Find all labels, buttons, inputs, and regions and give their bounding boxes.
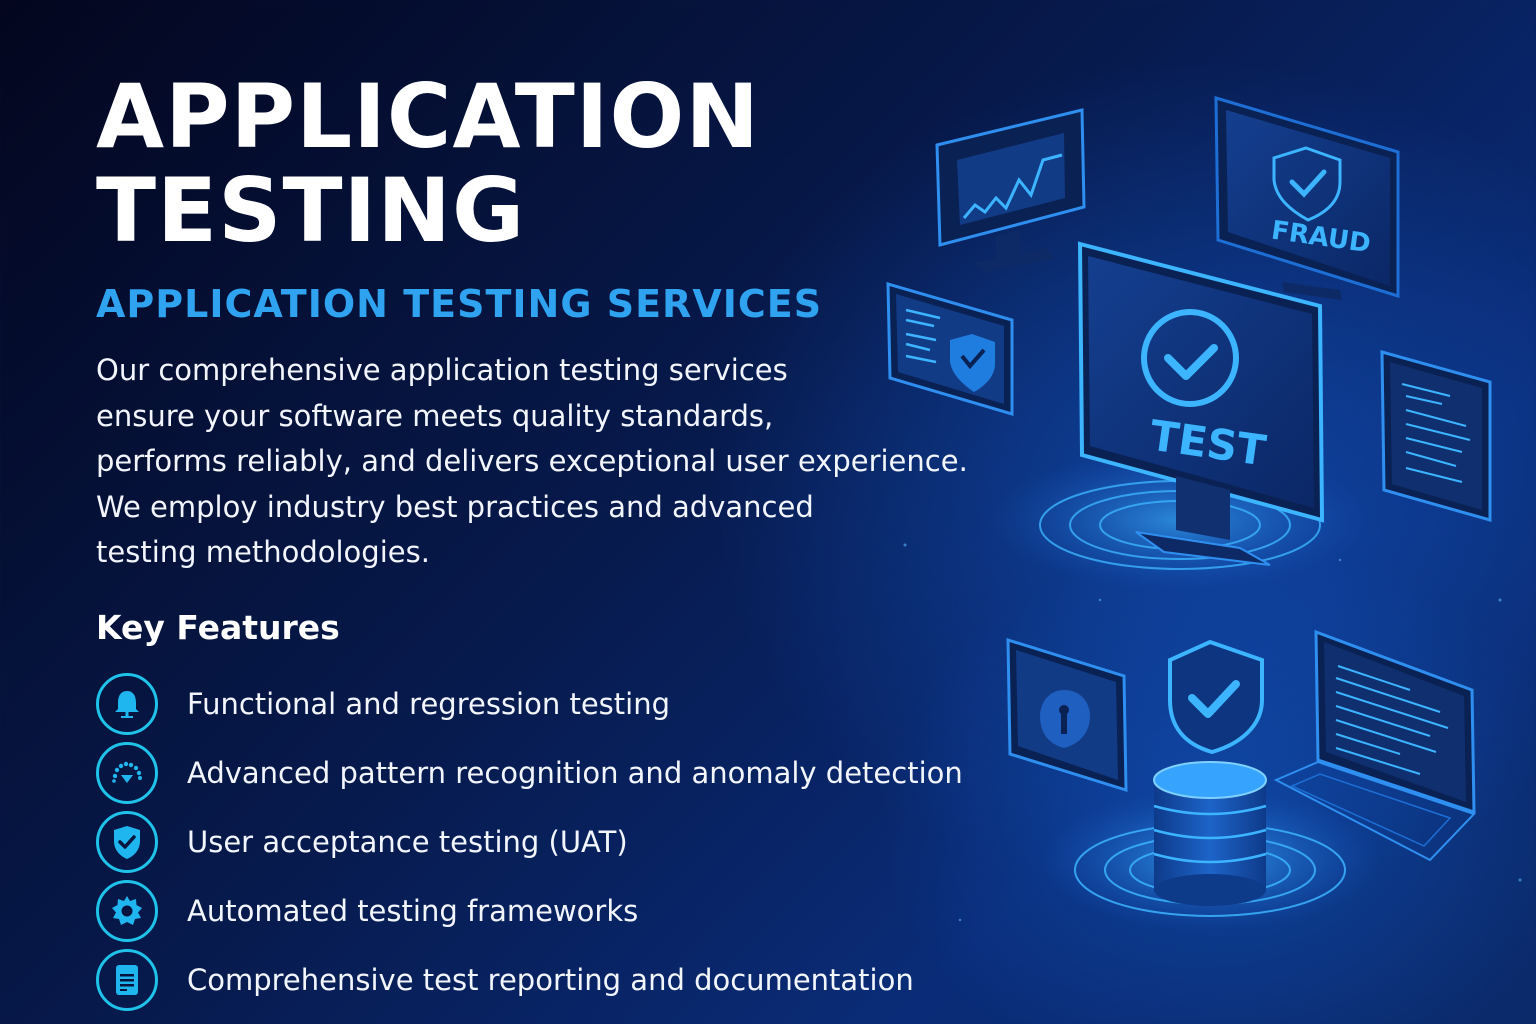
- bell-icon: [96, 673, 158, 735]
- description-line: performs reliably, and delivers exceptio…: [96, 444, 968, 478]
- document-shield-tablet: [886, 281, 1014, 417]
- description-line: ensure your software meets quality stand…: [96, 398, 774, 433]
- feature-label: Automated testing frameworks: [187, 894, 639, 928]
- feature-item: Advanced pattern recognition and anomaly…: [96, 739, 1046, 808]
- fraud-monitor: FRAUD: [1214, 95, 1400, 300]
- feature-item: Functional and regression testing: [96, 670, 1046, 739]
- title-line-2: TESTING: [96, 159, 526, 262]
- test-monitor: TEST: [1077, 241, 1325, 566]
- page-title: APPLICATION TESTING: [96, 70, 1046, 258]
- testing-illustration: FRAUD: [860, 80, 1536, 1024]
- description-line: Our comprehensive application testing se…: [96, 353, 788, 387]
- description: Our comprehensive application testing se…: [96, 348, 1056, 576]
- signal-pattern-icon: [96, 742, 158, 804]
- feature-label: Functional and regression testing: [187, 687, 670, 721]
- laptop-code: [1273, 629, 1476, 862]
- features-list: Functional and regression testing Advanc…: [96, 670, 1046, 1015]
- lock-tablet: [1006, 637, 1128, 793]
- feature-item: User acceptance testing (UAT): [96, 808, 1046, 877]
- analytics-monitor: [935, 108, 1086, 272]
- content-panel: APPLICATION TESTING APPLICATION TESTING …: [96, 70, 1046, 1015]
- title-line-1: APPLICATION: [96, 65, 760, 168]
- description-line: We employ industry best practices and ad…: [96, 489, 814, 524]
- shield-check-emblem: [1168, 639, 1264, 755]
- page-subtitle: APPLICATION TESTING SERVICES: [96, 282, 823, 326]
- feature-item: Automated testing frameworks: [96, 877, 1046, 946]
- database-icon: [1153, 761, 1267, 906]
- gear-icon: [96, 880, 158, 942]
- document-icon: [96, 949, 158, 1011]
- feature-label: Advanced pattern recognition and anomaly…: [187, 756, 963, 790]
- features-heading: Key Features: [96, 607, 340, 647]
- feature-item: Comprehensive test reporting and documen…: [96, 946, 1046, 1015]
- feature-label: Comprehensive test reporting and documen…: [187, 963, 914, 997]
- description-line: testing methodologies.: [96, 535, 430, 569]
- feature-label: User acceptance testing (UAT): [187, 825, 628, 859]
- shield-check-icon: [96, 811, 158, 873]
- code-tablet: [1380, 350, 1492, 522]
